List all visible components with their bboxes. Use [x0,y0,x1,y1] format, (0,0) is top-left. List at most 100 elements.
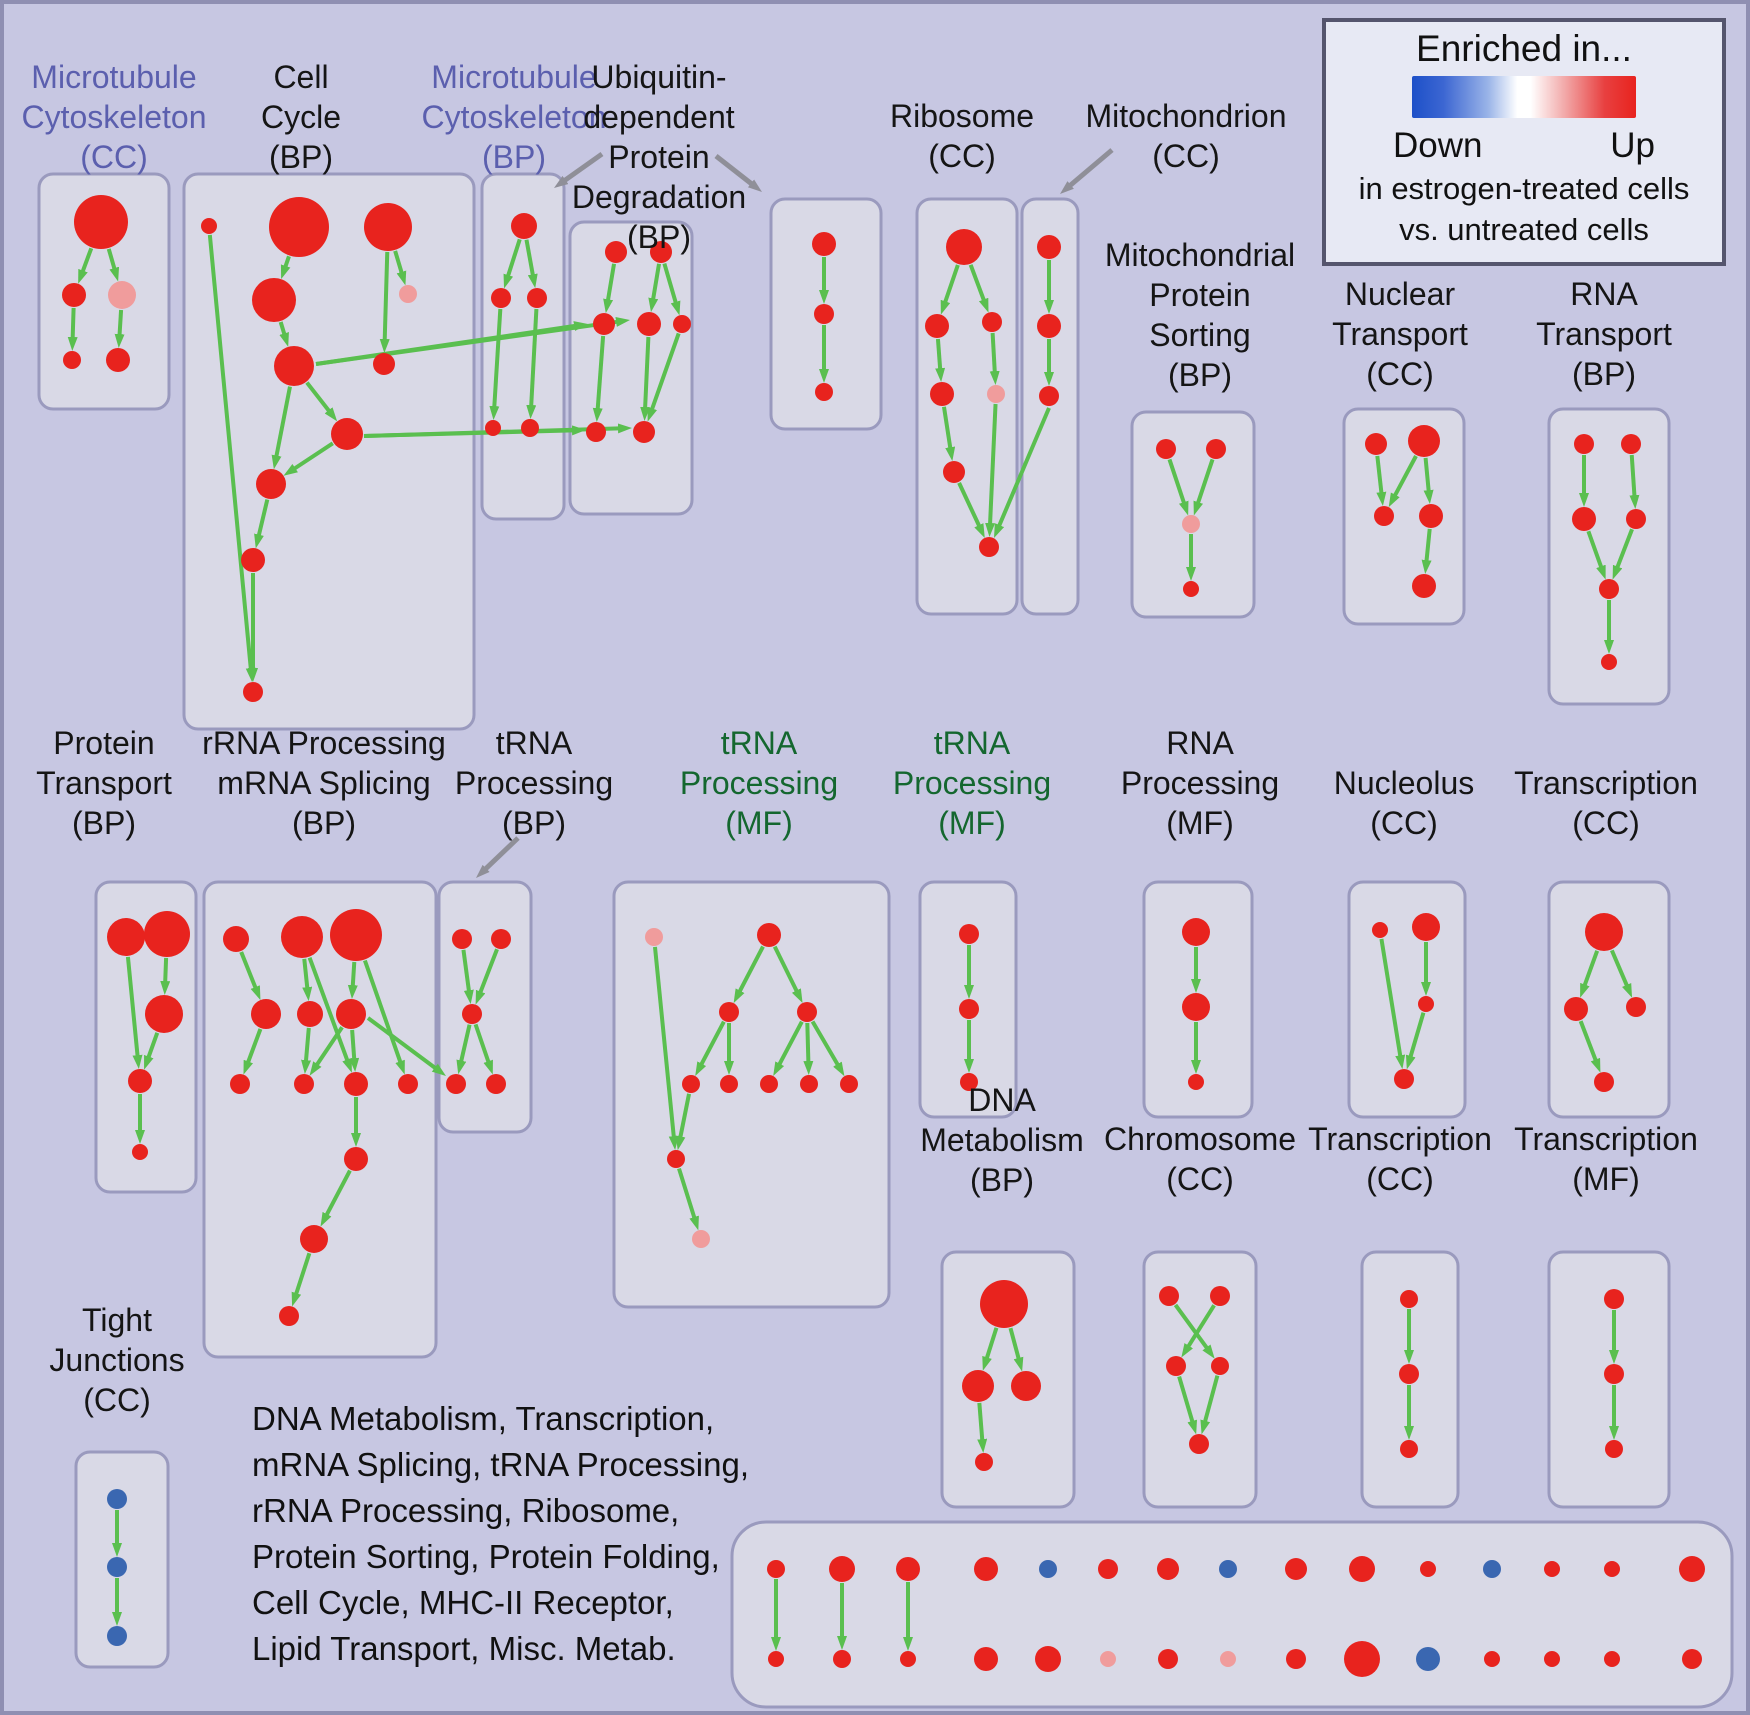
node-dna-metabolism-bp [962,1370,994,1402]
misc-line-1: DNA Metabolism, Transcription, [252,1400,715,1437]
cross-edge [315,316,631,366]
edge-mitochondrial-protein-sorting-bp [1193,458,1215,516]
node-microtubule-cytoskeleton-bp [521,419,539,437]
legend-up-label: Up [1610,126,1655,165]
node-misc-cluster [1416,1647,1440,1671]
node-tight-junctions-cc [107,1626,127,1646]
node-microtubule-cytoskeleton-bp [491,288,511,308]
node-rna-processing-mf [1182,993,1210,1021]
node-protein-degradation-cluster [637,312,661,336]
node-mitochondrial-protein-sorting-bp [1206,439,1226,459]
node-microtubule-cytoskeleton-cc [74,195,128,249]
node-misc-cluster [1604,1651,1620,1667]
group-label-chromosome-cc: Chromosome(CC) [1104,1121,1296,1197]
edge-trna-processing-mf-large [733,945,765,1004]
node-protein-transport-bp [132,1144,148,1160]
edge-protein-transport-bp [160,957,171,996]
edge-ribosome-cc [985,403,998,538]
node-misc-cluster [1484,1651,1500,1667]
edge-ribosome-cc [935,338,946,383]
node-rrna-processing-mrna-splicing-bp [294,1074,314,1094]
node-transcription-cc-bottom [1400,1290,1418,1308]
node-chromosome-cc [1211,1357,1229,1375]
label-pointer-arrow [1060,148,1114,195]
node-ribosome-cc [982,312,1002,332]
edge-cell-cycle-bp [278,321,289,347]
node-cell-cycle-bp [331,418,363,450]
node-rna-processing-mf [1188,1074,1204,1090]
node-misc-cluster [974,1557,998,1581]
edge-rna-transport-bp [1629,454,1640,510]
node-misc-cluster [1219,1560,1237,1578]
group-box-cell-cycle-bp [182,172,476,731]
node-ribosome-cc [979,537,999,557]
legend-panel: Enriched in... Down Up in estrogen-treat… [1322,18,1726,266]
group-label-ribosome-cc: Ribosome(CC) [890,98,1034,174]
edge-dna-metabolism-bp [982,1327,999,1371]
edge-trna-processing-mf-large [772,945,803,1004]
node-trna-processing-bp [446,1074,466,1094]
node-transcription-cc-bottom [1400,1440,1418,1458]
node-chromosome-cc [1166,1356,1186,1376]
node-nuclear-transport-cc [1408,425,1440,457]
node-protein-degradation-cluster [605,241,627,263]
node-rrna-processing-mrna-splicing-bp [344,1072,368,1096]
edge-rrna-processing-mrna-splicing-bp [349,1029,360,1073]
edge-dna-metabolism-bp [977,1402,988,1454]
node-misc-cluster [1286,1649,1306,1669]
node-transcription-cc-top [1594,1072,1614,1092]
edge-trna-processing-mf-large [695,1020,726,1077]
edge-cell-cycle-bp [283,441,334,476]
label-pointer-arrow [475,836,520,879]
edge-protein-degradation-cluster [648,263,662,313]
edge-transcription-cc-top [1610,949,1633,998]
node-microtubule-cytoskeleton-bp [527,288,547,308]
edge-chromosome-cc [1177,1375,1198,1435]
node-cell-cycle-bp [243,682,263,702]
node-trna-processing-bp [462,1004,482,1024]
node-misc-cluster [767,1560,785,1578]
node-protein-degradation-chain [814,304,834,324]
node-dna-metabolism-bp [975,1453,993,1471]
node-protein-degradation-cluster [586,422,606,442]
node-cell-cycle-bp [399,285,417,303]
cross-edge [366,1016,446,1077]
edge-nucleolus-cc [1379,938,1406,1070]
edge-microtubule-cytoskeleton-bp [503,238,522,289]
node-transcription-cc-top [1626,997,1646,1017]
node-protein-degradation-cluster [650,241,672,263]
node-misc-cluster [1035,1646,1061,1672]
edge-trna-processing-bp [461,949,474,1005]
node-dna-metabolism-bp [1011,1371,1041,1401]
node-mitochondrion-cc [1037,235,1061,259]
node-cell-cycle-bp [201,218,217,234]
node-mitochondrion-cc [1039,386,1059,406]
node-misc-cluster [1098,1559,1118,1579]
misc-categories-label: DNA Metabolism, Transcription, mRNA Spli… [252,1396,749,1672]
node-trna-processing-mf-large [667,1150,685,1168]
node-rna-transport-bp [1572,507,1596,531]
node-trna-processing-mf-small [959,999,979,1019]
node-protein-degradation-cluster [633,421,655,443]
edge-cell-cycle-bp [280,255,291,280]
node-misc-cluster [1483,1560,1501,1578]
edge-protein-transport-bp [144,1032,160,1070]
misc-line-5: Cell Cycle, MHC-II Receptor, [252,1584,674,1621]
node-protein-transport-bp [128,1069,152,1093]
node-trna-processing-mf-large [760,1075,778,1093]
edge-trna-processing-mf-large [773,1020,804,1077]
node-trna-processing-mf-small [960,1073,978,1091]
edge-microtubule-cytoskeleton-cc [78,247,94,284]
node-chromosome-cc [1210,1286,1230,1306]
node-misc-cluster [1679,1556,1705,1582]
group-box-mitochondrial-protein-sorting-bp [1130,410,1256,619]
node-rrna-processing-mrna-splicing-bp [281,916,323,958]
edge-microtubule-cytoskeleton-bp [526,308,539,420]
node-misc-cluster [1420,1561,1436,1577]
group-box-rna-transport-bp [1547,407,1671,706]
node-tight-junctions-cc [107,1489,127,1509]
